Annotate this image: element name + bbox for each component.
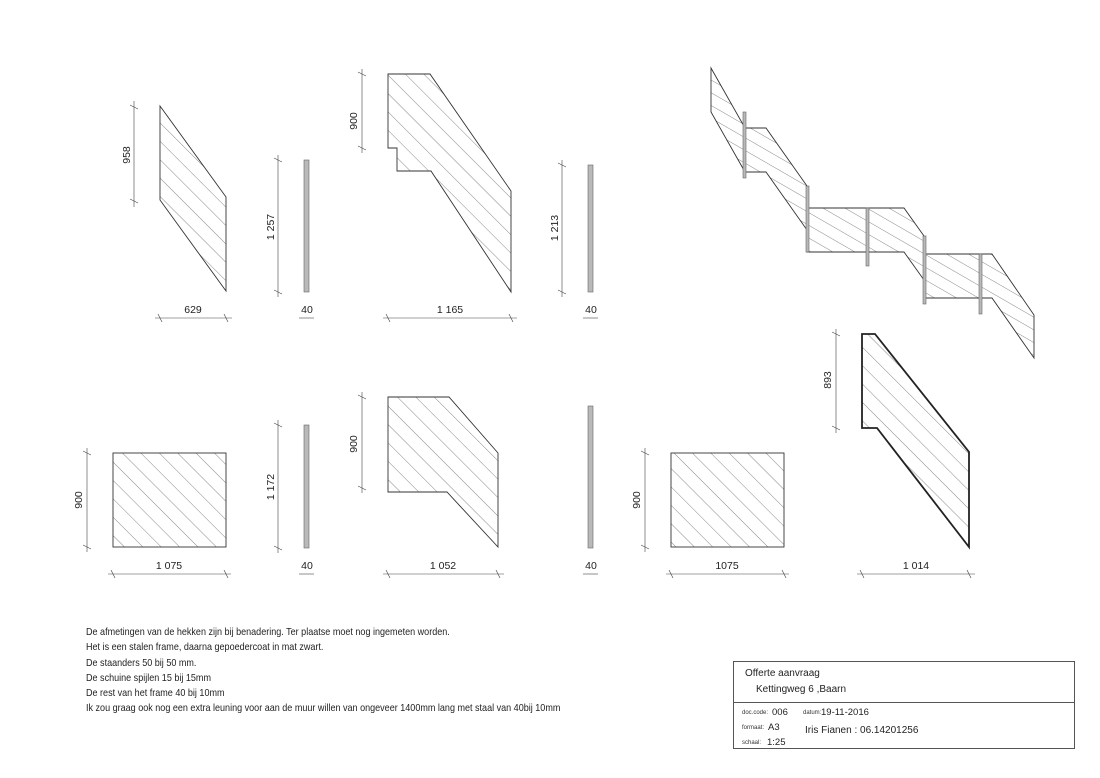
gate-2-height-label: 900 [348, 112, 360, 130]
note-line: De afmetingen van de hekken zijn bij ben… [86, 626, 450, 638]
gate-5-width-label: 1075 [715, 560, 739, 572]
post-3-width-dimension: 40 [299, 560, 314, 575]
note-line: De rest van het frame 40 bij 10mm [86, 687, 225, 700]
gate-6: 893 1 014 [822, 329, 975, 579]
gate-6-width-dimension: 1 014 [857, 560, 975, 579]
post-2-width-label: 40 [585, 304, 597, 316]
post-1-height-label: 1 257 [265, 214, 277, 240]
schaal-label: schaal: [742, 740, 762, 746]
note-line: Ik zou graag ook nog een extra leuning v… [86, 702, 561, 715]
formaat-label: formaat: [742, 725, 765, 731]
stair-assembly-overview [710, 66, 1035, 360]
gate-4: 900 1 052 [348, 392, 504, 579]
post-3-width-label: 40 [301, 560, 313, 572]
gate-2-width-dimension: 1 165 [383, 304, 517, 323]
gate-1-height-label: 958 [121, 146, 133, 164]
gate-2-width-label: 1 165 [437, 304, 463, 316]
gate-3-width-label: 1 075 [156, 560, 182, 572]
formaat-value: A3 [768, 722, 780, 733]
post-1-width-dimension: 40 [299, 304, 314, 319]
gate-3-width-dimension: 1 075 [108, 560, 231, 579]
title-block-title: Offerte aanvraag [745, 668, 820, 679]
post-4: 40 [583, 405, 598, 575]
note-line: De staanders 50 bij 50 mm. [86, 656, 197, 669]
post-2-height-dimension: 1 213 [549, 160, 567, 297]
post-1: 1 257 40 [265, 155, 314, 319]
post-1-height-dimension: 1 257 [265, 155, 283, 297]
gate-3: 900 1 075 [73, 448, 231, 579]
datum-label: datum: [803, 710, 822, 716]
gate-6-height-label: 893 [822, 371, 834, 389]
gate-5-width-dimension: 1075 [666, 560, 789, 579]
gate-1-height-dimension: 958 [121, 101, 139, 207]
title-block-address: Kettingweg 6 ,Baarn [756, 684, 847, 695]
gate-1-width-dimension: 629 [155, 304, 232, 323]
gate-1: 958 629 [121, 101, 232, 323]
title-block: Offerte aanvraag Kettingweg 6 ,Baarn doc… [733, 661, 1075, 749]
gate-4-height-dimension: 900 [348, 392, 367, 493]
gate-5-height-dimension: 900 [631, 448, 650, 552]
post-3-height-label: 1 172 [265, 474, 277, 500]
gate-2: 900 1 165 [348, 69, 517, 323]
post-2-width-dimension: 40 [583, 304, 598, 319]
doc-code-label: doc.code: [742, 710, 769, 716]
gate-1-width-label: 629 [184, 304, 202, 316]
post-2: 1 213 40 [549, 160, 598, 319]
gate-5: 900 1075 [631, 448, 789, 579]
gate-3-height-dimension: 900 [73, 448, 92, 552]
gate-6-width-label: 1 014 [903, 560, 929, 572]
gate-4-width-label: 1 052 [430, 560, 456, 572]
gate-3-height-label: 900 [73, 491, 85, 509]
note-line: De schuine spijlen 15 bij 15mm [86, 671, 211, 684]
post-2-height-label: 1 213 [549, 215, 561, 241]
post-3-height-dimension: 1 172 [265, 420, 283, 553]
post-3: 1 172 40 [265, 420, 314, 575]
schaal-value: 1:25 [767, 737, 786, 748]
post-4-width-label: 40 [585, 560, 597, 572]
gate-2-height-dimension: 900 [348, 69, 367, 153]
gate-4-width-dimension: 1 052 [383, 560, 504, 579]
gate-5-height-label: 900 [631, 491, 643, 509]
gate-6-height-dimension: 893 [822, 329, 841, 433]
author-contact: Iris Fianen : 06.14201256 [805, 725, 919, 736]
post-4-width-dimension: 40 [583, 560, 598, 575]
note-line: Het is een stalen frame, daarna gepoeder… [86, 641, 324, 654]
doc-code-value: 006 [772, 707, 788, 718]
datum-value: 19-11-2016 [821, 707, 869, 718]
title-block-header: Offerte aanvraag Kettingweg 6 ,Baarn [734, 662, 1074, 703]
notes-block: De afmetingen van de hekken zijn bij ben… [86, 625, 726, 717]
post-1-width-label: 40 [301, 304, 313, 316]
gate-4-height-label: 900 [348, 435, 360, 453]
